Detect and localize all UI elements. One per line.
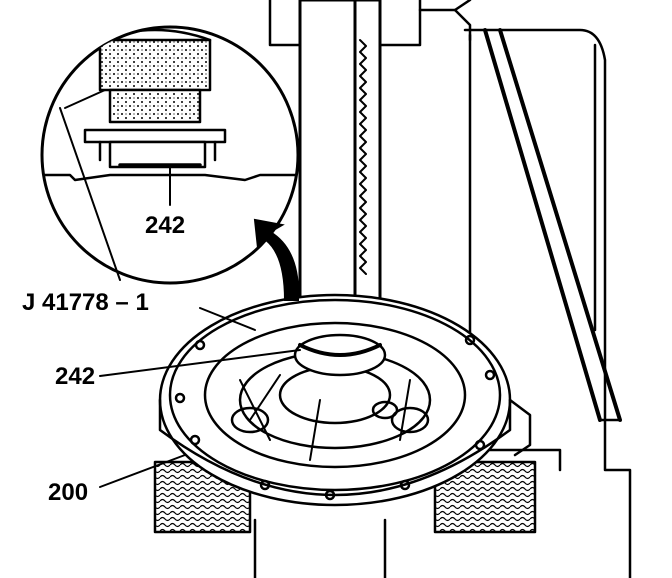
press-ram [298,0,382,347]
magnified-detail-view [40,25,300,285]
leader-lines [59,89,301,488]
press-frame [268,0,632,578]
callout-242: 242 [55,363,95,390]
callout-tool-j41778-1: J 41778 – 1 [22,289,149,316]
pump-housing [158,293,532,507]
callout-242-detail: 242 [145,212,185,239]
callout-200: 200 [48,479,88,506]
view-indicator-arrow [253,218,300,301]
